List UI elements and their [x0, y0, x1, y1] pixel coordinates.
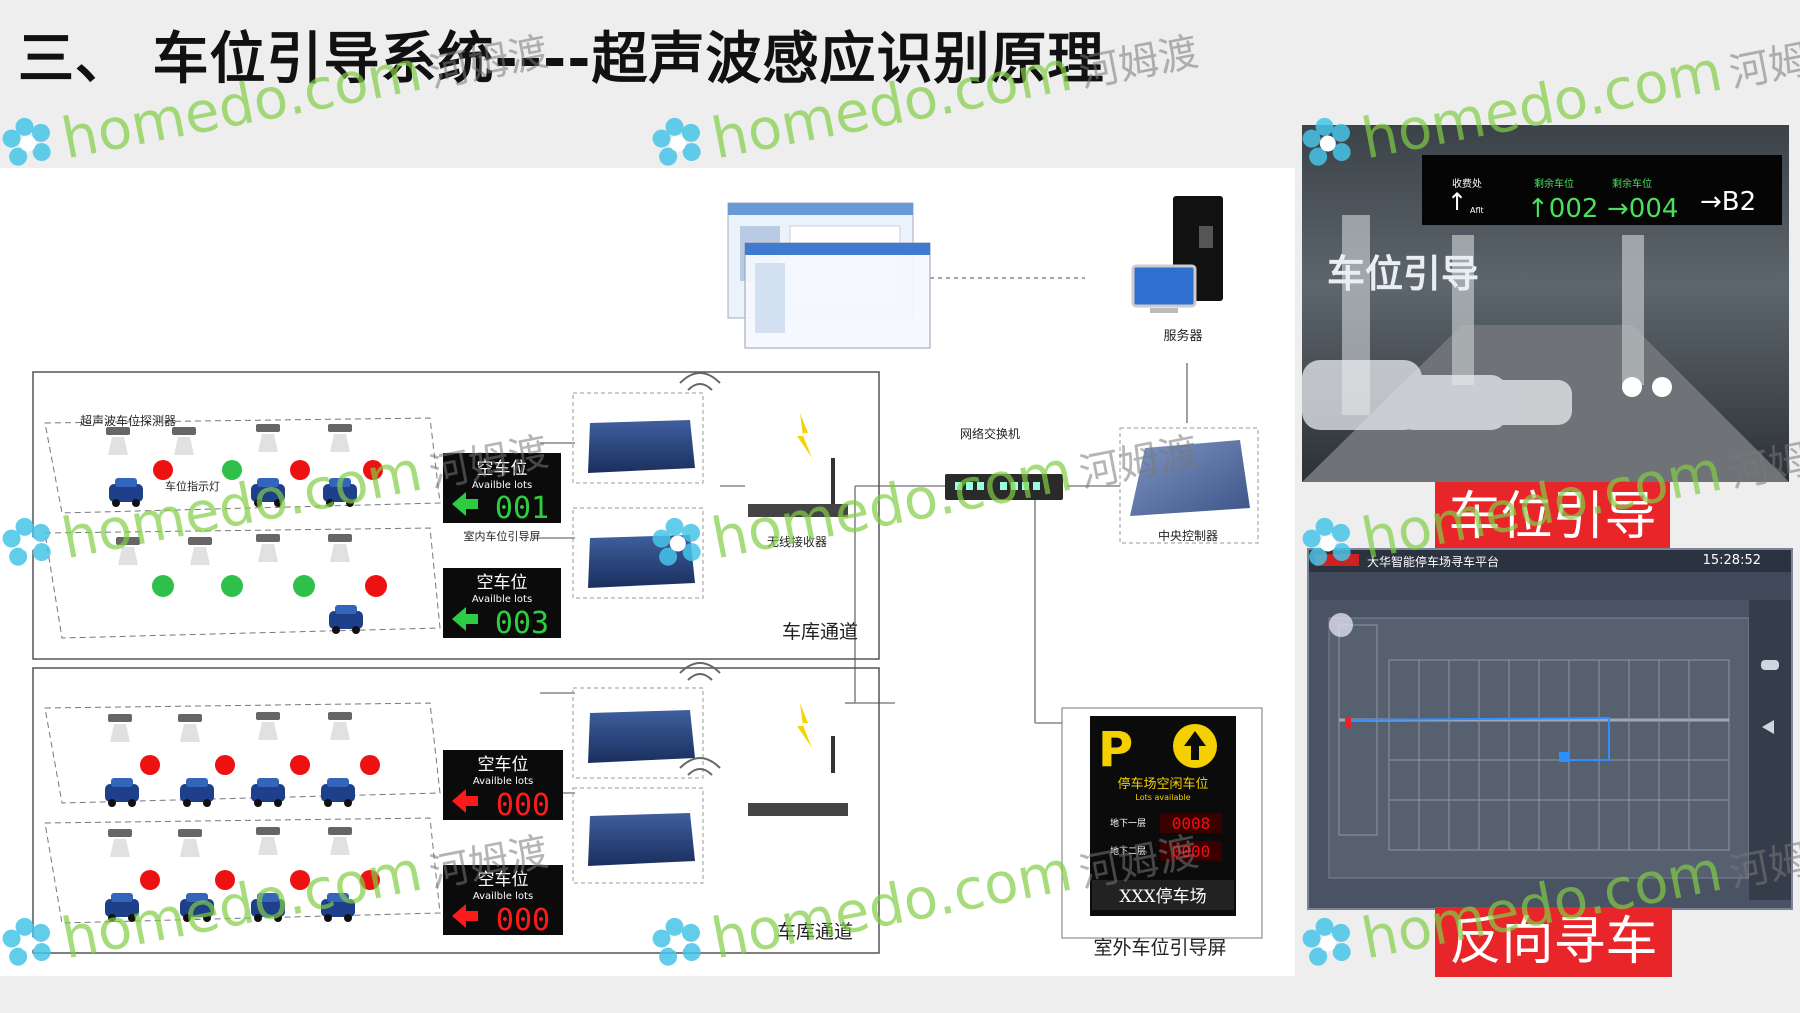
- wireless-receivers: [748, 413, 848, 816]
- indicator-free: [152, 575, 174, 597]
- row4-detectors: [105, 827, 380, 922]
- indicator-occupied: [153, 460, 173, 480]
- sign-col1-sub: Aflt: [1470, 206, 1484, 215]
- outdoor-screen-label: 室外车位引导屏: [1093, 937, 1226, 959]
- software-title-bar: 大华智能停车场寻车平台 15:28:52: [1309, 550, 1791, 572]
- network-switch-icon: [945, 474, 1063, 500]
- sign-col2-value: ↑002: [1527, 194, 1598, 224]
- central-controller-label: 中央控制器: [1158, 528, 1218, 543]
- parking-row-4: [44, 817, 441, 924]
- sign-col3-value: →004: [1607, 194, 1678, 224]
- svg-text:XXX停车场: XXX停车场: [1119, 887, 1206, 907]
- svg-text:空车位: 空车位: [477, 459, 528, 479]
- svg-text:停车场空闲车位: 停车场空闲车位: [1117, 776, 1208, 792]
- management-software-window: [727, 202, 931, 349]
- indoor-screen-label: 室内车位引导屏: [464, 529, 541, 543]
- parking-row-2: [44, 527, 441, 639]
- svg-text:Availble lots: Availble lots: [473, 891, 533, 902]
- indicator-free: [222, 460, 242, 480]
- garage-lane-label: 车库通道: [782, 621, 858, 643]
- car-location-marker: [1345, 718, 1351, 728]
- svg-text:000: 000: [496, 903, 550, 938]
- badge-reverse-car-finding: 反向寻车: [1435, 907, 1672, 977]
- svg-text:Availble lots: Availble lots: [472, 480, 532, 491]
- indicator-label: 车位指示灯: [165, 479, 220, 493]
- flower-logo-icon: [1295, 916, 1363, 984]
- software-logo: [1315, 554, 1359, 566]
- indoor-guide-sign-1: 空车位 Availble lots 001: [443, 453, 561, 526]
- garage-lane-label: 车库通道: [777, 921, 853, 943]
- row2-detectors: [116, 534, 387, 634]
- software-toolbar: [1309, 572, 1791, 600]
- svg-text:空车位: 空车位: [478, 870, 529, 890]
- svg-text:空车位: 空车位: [478, 755, 529, 775]
- garage-photo-drawing: 收费处 ↑ Aflt 剩余车位 ↑002 剩余车位 →004 →B2 车位引导: [1302, 155, 1789, 482]
- indicator-free: [293, 575, 315, 597]
- svg-text:地下二层: 地下二层: [1110, 845, 1146, 857]
- indicator-free: [221, 575, 243, 597]
- svg-text:Availble lots: Availble lots: [473, 776, 533, 787]
- sign-col1-label: 收费处: [1452, 177, 1482, 190]
- row1-detectors: [106, 424, 383, 507]
- map-navigation-control[interactable]: [1329, 613, 1353, 637]
- svg-text:000: 000: [496, 788, 550, 823]
- indicator-occupied: [363, 460, 383, 480]
- indicator-occupied: [365, 575, 387, 597]
- network-switch-label: 网络交换机: [960, 426, 1020, 441]
- svg-text:Lots available: Lots available: [1135, 793, 1190, 802]
- system-diagram: 服务器 超声波车位探测器 车位指示灯 空车位 A: [32, 196, 1263, 959]
- wireless-receiver-label: 无线接收器: [767, 534, 827, 549]
- svg-text:Availble lots: Availble lots: [472, 594, 532, 605]
- server-label: 服务器: [1163, 328, 1202, 344]
- badge-parking-guidance: 车位引导: [1435, 482, 1670, 552]
- svg-text:↑: ↑: [1447, 188, 1467, 216]
- row3-detectors: [105, 712, 380, 807]
- parking-p-icon: P: [1098, 722, 1133, 778]
- indoor-guide-sign-4: 空车位 Availble lots 000: [443, 865, 563, 938]
- sign-col2-label: 剩余车位: [1534, 177, 1574, 190]
- server-icon: [1131, 196, 1223, 313]
- target-marker: [1559, 752, 1569, 762]
- central-controller-icon: [1119, 427, 1259, 544]
- system-diagram-panel: 服务器 超声波车位探测器 车位指示灯 空车位 A: [0, 168, 1295, 976]
- svg-text:001: 001: [495, 491, 549, 526]
- indoor-guide-sign-2: 空车位 Availble lots 003: [443, 568, 561, 641]
- indoor-guide-sign-3: 空车位 Availble lots 000: [443, 750, 563, 823]
- software-title: 大华智能停车场寻车平台: [1367, 555, 1500, 569]
- svg-text:空车位: 空车位: [477, 573, 528, 593]
- detector-label: 超声波车位探测器: [80, 413, 176, 428]
- node-controllers: [572, 372, 721, 884]
- svg-text:003: 003: [495, 606, 549, 641]
- connection-lines: [540, 277, 1188, 794]
- svg-text:地下一层: 地下一层: [1110, 817, 1146, 829]
- slide-title: 三、 车位引导系统----超声波感应识别原理: [18, 27, 1105, 92]
- car-icon[interactable]: [1761, 660, 1779, 670]
- sign-col3-label: 剩余车位: [1612, 177, 1652, 190]
- route-line: [1350, 716, 1610, 761]
- parking-row-1: [44, 417, 441, 514]
- svg-text:0000: 0000: [1172, 842, 1211, 861]
- outdoor-guide-screen: P 停车场空闲车位 Lots available 地下一层 0008 地下二层 …: [1061, 707, 1263, 939]
- garage-area-2: [32, 667, 880, 954]
- sign-col4-value: →B2: [1700, 187, 1756, 217]
- parking-map: [1328, 613, 1750, 879]
- indicator-occupied: [290, 460, 310, 480]
- parking-garage-photo: 收费处 ↑ Aflt 剩余车位 ↑002 剩余车位 →004 →B2 车位引导: [1302, 125, 1789, 482]
- software-side-panel: [1749, 600, 1791, 900]
- reverse-car-finding-software: 大华智能停车场寻车平台 15:28:52: [1307, 548, 1793, 910]
- speaker-icon[interactable]: [1762, 720, 1774, 734]
- svg-text:0008: 0008: [1172, 814, 1211, 833]
- photo-overlay-title: 车位引导: [1327, 252, 1479, 296]
- parking-row-3: [44, 702, 441, 804]
- garage-area-1: [32, 371, 880, 660]
- software-clock: 15:28:52: [1702, 553, 1761, 568]
